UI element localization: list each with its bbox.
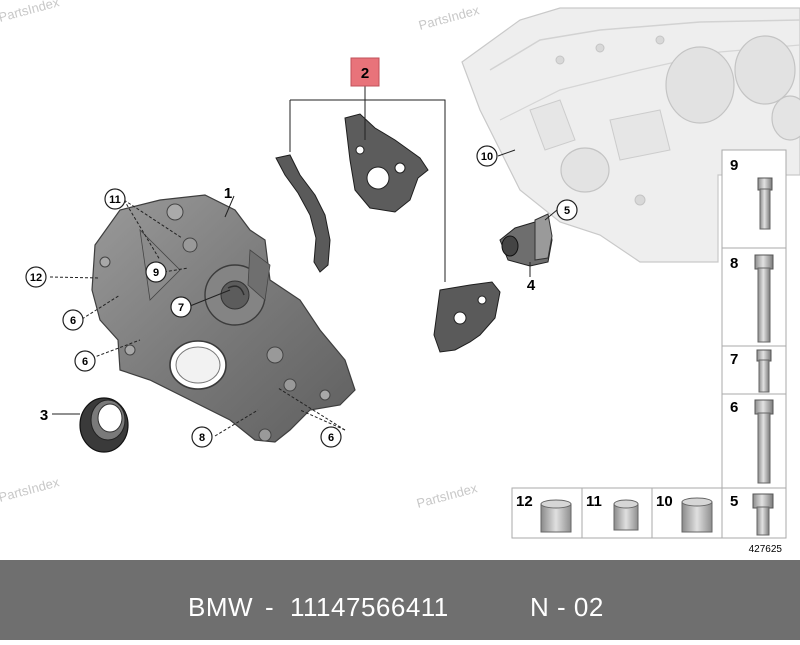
bolt-7-icon xyxy=(756,349,772,393)
legend-label-9: 9 xyxy=(730,157,738,174)
watermark-top-right: PartsIndex xyxy=(417,2,481,33)
svg-text:7: 7 xyxy=(178,302,184,314)
svg-text:6: 6 xyxy=(70,315,76,327)
bolt-6-icon xyxy=(754,399,774,484)
callout-9: 9 xyxy=(145,261,167,283)
svg-text:6: 6 xyxy=(328,432,334,444)
leader-lines xyxy=(49,149,558,437)
footer-part-number: 11147566411 xyxy=(290,592,449,622)
legend-label-11: 11 xyxy=(586,493,602,510)
svg-text:9: 9 xyxy=(153,267,159,279)
legend-label-7: 7 xyxy=(730,351,738,368)
callout-7: 7 xyxy=(170,296,192,318)
svg-text:8: 8 xyxy=(199,432,205,444)
diagram-id: 427625 xyxy=(749,544,783,555)
callout-12: 12 xyxy=(25,266,47,288)
footer-revision: N - 02 xyxy=(530,592,604,622)
gasket-illustration xyxy=(275,113,501,353)
legend-label-8: 8 xyxy=(730,255,738,272)
bolt-8-icon xyxy=(754,254,774,343)
svg-text:10: 10 xyxy=(481,151,493,163)
callout-6-lower: 6 xyxy=(320,426,342,448)
callout-4: 4 xyxy=(527,277,536,294)
sleeve-12-icon xyxy=(540,499,572,533)
watermark-bottom-right: PartsIndex xyxy=(415,480,479,511)
bolt-5-icon xyxy=(752,493,774,536)
legend-label-5: 5 xyxy=(730,493,738,510)
callout-8: 8 xyxy=(191,426,213,448)
legend-label-6: 6 xyxy=(730,399,738,416)
svg-text:11: 11 xyxy=(109,194,121,206)
callout-2-highlight xyxy=(350,57,380,87)
callout-2: 2 xyxy=(361,65,369,82)
engine-block-illustration xyxy=(461,7,800,263)
footer-brand: BMW xyxy=(188,592,253,622)
callout-5: 5 xyxy=(556,199,578,221)
legend-label-10: 10 xyxy=(656,493,673,510)
callout-1: 1 xyxy=(224,185,232,202)
callout-10: 10 xyxy=(476,145,498,167)
callout-6-middle: 6 xyxy=(74,350,96,372)
callout-6-upper: 6 xyxy=(62,309,84,331)
legend-cell-7 xyxy=(721,345,787,395)
callout-11: 11 xyxy=(104,188,126,210)
watermark-top-left: PartsIndex xyxy=(0,0,61,25)
legend-panel: 9 8 7 6 5 12 11 10 xyxy=(511,149,787,539)
cover-part-illustration xyxy=(499,213,553,267)
sleeve-11-icon xyxy=(613,499,639,531)
sleeve-10-icon xyxy=(681,497,713,533)
legend-label-12: 12 xyxy=(516,493,533,510)
bolt-9-icon xyxy=(757,177,773,230)
svg-text:5: 5 xyxy=(564,205,570,217)
legend-cell-9 xyxy=(721,149,787,249)
footer-band xyxy=(0,560,800,640)
legend-cell-8 xyxy=(721,247,787,347)
shaft-seal-illustration xyxy=(79,397,129,453)
svg-text:6: 6 xyxy=(82,356,88,368)
callout-3: 3 xyxy=(40,407,48,424)
watermark-bottom-left: PartsIndex xyxy=(0,474,61,505)
svg-text:12: 12 xyxy=(30,272,42,284)
footer-separator: - xyxy=(265,592,274,622)
